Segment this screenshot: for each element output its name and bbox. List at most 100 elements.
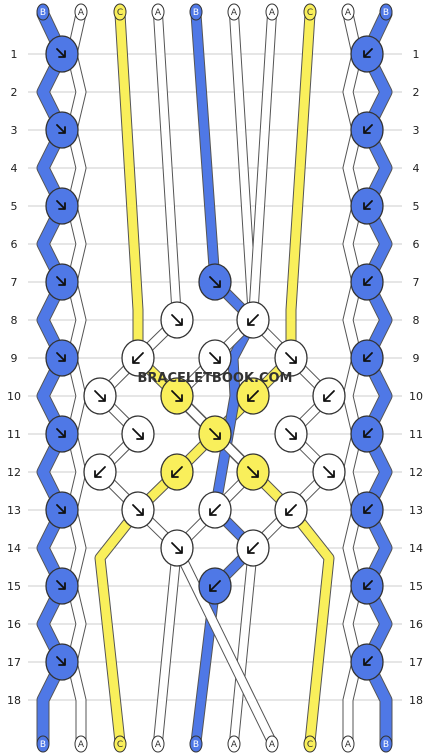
strand-letter: B [193,8,199,18]
row-label-left: 18 [7,694,21,707]
knot-backward [312,377,346,415]
knot-arrow-icon [56,276,66,286]
row-label-left: 14 [7,542,21,555]
strand-cap [265,735,279,753]
strand-cap [113,735,127,753]
strand-label-top: A [151,3,165,21]
knot-arrow-icon [363,124,373,134]
knot-backward [160,453,194,491]
strand-label-top: A [74,3,88,21]
strand-label-bottom: B [189,735,203,753]
strand-letter: A [155,8,162,18]
strand-cap [189,735,203,753]
strand-cap [227,735,241,753]
knot-forward-backward [45,187,79,225]
strand-letter: A [155,740,162,750]
knot-forward-backward [45,415,79,453]
strand-cap [74,735,88,753]
row-label-left: 17 [7,656,21,669]
knot-arrow-icon [171,390,183,402]
knot-forward [274,415,308,453]
row-label-right: 15 [409,580,423,593]
row-label-left: 12 [7,466,21,479]
strand-letter: A [78,740,85,750]
knot-arrow-icon [171,466,183,478]
strand-cap [303,3,317,21]
strand-label-top: B [36,3,50,21]
strand-cap [36,3,50,21]
knot-arrow-icon [171,314,183,326]
knot-forward [160,301,194,339]
knot-arrow-icon [209,504,221,516]
strand-cap [151,735,165,753]
strand-cap [189,3,203,21]
row-label-left: 9 [11,352,18,365]
knot-arrow-icon [56,656,66,666]
row-label-left: 8 [11,314,18,327]
strand-letter: A [231,8,238,18]
knot-forward [236,453,270,491]
knot-arrow-icon [363,352,373,362]
knot-forward-backward [45,491,79,529]
knot-arrow-icon [363,504,373,514]
strand-letter: A [78,8,85,18]
row-label-right: 9 [413,352,420,365]
row-label-right: 6 [413,238,420,251]
strand-label-top: C [113,3,127,21]
knot-forward-backward [45,339,79,377]
strand-letter: B [193,740,199,750]
knot-arrow-icon [363,276,373,286]
row-label-right: 3 [413,124,420,137]
row-label-right: 17 [409,656,423,669]
row-label-right: 18 [409,694,423,707]
row-label-left: 11 [7,428,21,441]
knot-arrow-icon [56,580,66,590]
row-label-right: 10 [409,390,423,403]
strand-letter: A [231,740,238,750]
row-label-left: 13 [7,504,21,517]
knot-forward [160,377,194,415]
strand-B [191,9,258,747]
knot-arrow-icon [209,428,221,440]
strand-label-bottom: A [227,735,241,753]
row-label-left: 15 [7,580,21,593]
knot-arrow-icon [132,504,144,516]
knot-arrow-icon [56,504,66,514]
row-label-right: 8 [413,314,420,327]
knot-backward [83,453,117,491]
strand-label-bottom: A [151,735,165,753]
knot-backward [198,491,232,529]
knot-forward-backward [45,567,79,605]
row-label-right: 1 [413,48,420,61]
strand-label-top: C [303,3,317,21]
strand-letter: A [345,740,352,750]
strand-cap [36,735,50,753]
strand-letter: B [40,740,46,750]
row-label-left: 2 [11,86,18,99]
row-label-right: 16 [409,618,423,631]
knot-backward-forward [350,111,384,149]
knot-backward [121,339,155,377]
knot-arrow-icon [363,656,373,666]
knot-backward [236,301,270,339]
watermark-text: BRACELETBOOK.COM [138,371,293,386]
strand-letter: C [307,740,313,750]
strand-label-bottom: A [265,735,279,753]
knot-arrow-icon [132,352,144,364]
row-label-right: 5 [413,200,420,213]
knot-backward-forward [350,415,384,453]
knot-arrow-icon [285,352,297,364]
knot-backward [198,567,232,605]
knot-arrow-icon [247,466,259,478]
strand-cap [74,3,88,21]
knot-forward-backward [45,643,79,681]
strand-cap [379,3,393,21]
knot-arrow-icon [323,466,335,478]
strand-cap [341,3,355,21]
knot-forward [198,339,232,377]
knot-forward [312,453,346,491]
strand-label-bottom: A [341,735,355,753]
strand-label-bottom: C [303,735,317,753]
